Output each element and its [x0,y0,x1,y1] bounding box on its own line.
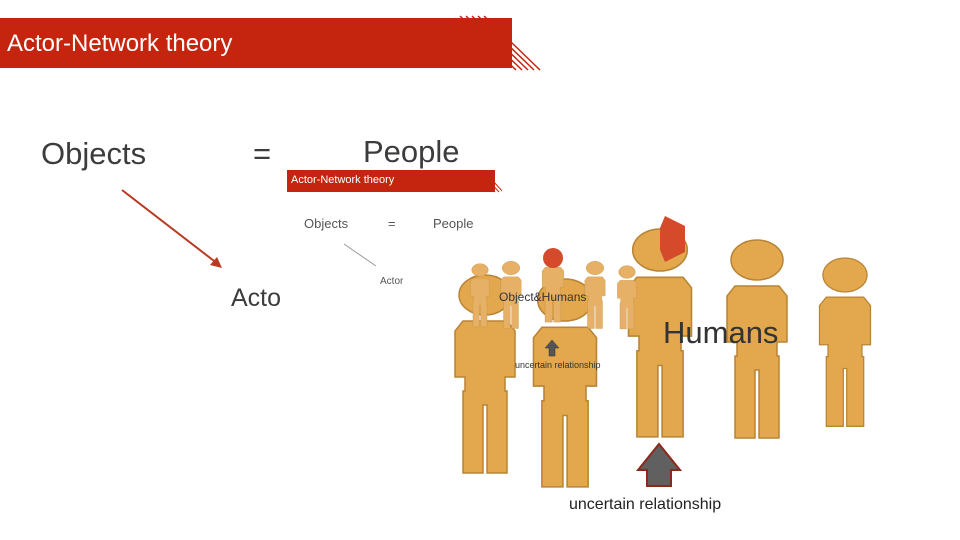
large-badge [660,216,685,262]
inset-title-bar [287,170,495,192]
humans-label: Humans [663,315,779,350]
inset-title-stripes [474,170,502,193]
object-humans-label: Object&Humans [499,290,587,304]
inset-slide: Actor-Network theory Objects = People Ac… [287,170,502,300]
inset-objects-label: Objects [304,216,349,231]
small-relationship-label: uncertain relationship [515,360,601,370]
small-arrow-icon [544,339,560,357]
actor-label: Acto [231,284,282,312]
inset-arrow [343,243,377,267]
title-bar [0,18,512,68]
inset-equals-label: = [388,216,396,231]
objects-to-actor-arrow [121,189,222,268]
inset-people-label: People [433,216,474,231]
small-badge [543,248,563,268]
people-label: People [363,134,460,169]
title-stripes-decoration [459,15,541,71]
large-relationship-label: uncertain relationship [569,496,722,513]
large-arrow-icon [635,442,683,487]
equals-label: = [253,136,272,171]
inset-title: Actor-Network theory [291,174,395,186]
inset-actor-label: Actor [380,276,404,287]
slide-title: Actor-Network theory [7,30,233,57]
objects-label: Objects [41,136,147,171]
